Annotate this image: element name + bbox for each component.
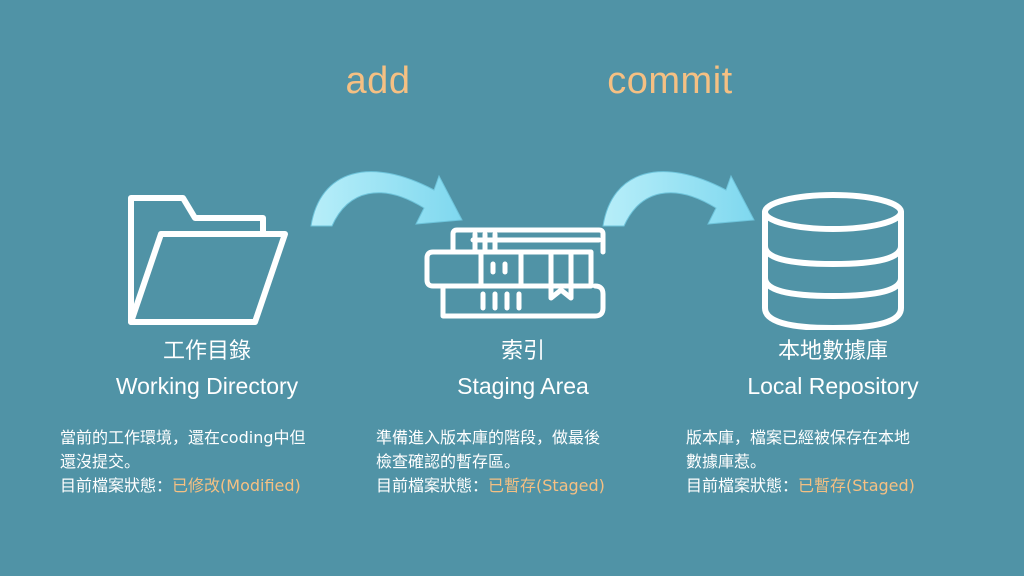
stage-title: 本地數據庫 bbox=[777, 339, 888, 364]
status-value: 已暫存(Staged) bbox=[488, 476, 605, 495]
description-line: 版本庫，檔案已經被保存在本地 bbox=[686, 428, 911, 447]
status-prefix: 目前檔案狀態： bbox=[686, 476, 799, 495]
stage-description: 版本庫，檔案已經被保存在本地 數據庫惹。 目前檔案狀態：已暫存(Staged) bbox=[686, 426, 986, 498]
folder-icon bbox=[128, 195, 288, 325]
status-line: 目前檔案狀態：已暫存(Staged) bbox=[376, 474, 676, 498]
stage-title: 工作目錄 bbox=[162, 339, 251, 364]
description-line: 準備進入版本庫的階段，做最後 bbox=[376, 428, 601, 447]
commit-arrow: commit bbox=[570, 60, 770, 227]
books-icon bbox=[424, 227, 606, 319]
stage-subtitle: Staging Area bbox=[457, 373, 589, 399]
stage-title: 索引 bbox=[500, 339, 545, 364]
add-label: add bbox=[345, 60, 411, 102]
add-arrow: add bbox=[278, 60, 478, 227]
stage-subtitle: Local Repository bbox=[747, 373, 919, 399]
status-value: 已暫存(Staged) bbox=[798, 476, 915, 495]
status-value: 已修改(Modified) bbox=[172, 476, 301, 495]
curved-arrow-icon bbox=[602, 171, 755, 227]
curved-arrow-icon bbox=[310, 171, 463, 227]
description-line: 數據庫惹。 bbox=[686, 452, 767, 471]
status-prefix: 目前檔案狀態： bbox=[376, 476, 489, 495]
stage-description: 當前的工作環境，還在coding中但 還沒提交。 目前檔案狀態：已修改(Modi… bbox=[60, 426, 360, 498]
status-prefix: 目前檔案狀態： bbox=[60, 476, 173, 495]
description-line: 還沒提交。 bbox=[60, 452, 141, 471]
commit-label: commit bbox=[607, 60, 733, 102]
description-line: 當前的工作環境，還在coding中但 bbox=[60, 428, 306, 447]
status-line: 目前檔案狀態：已修改(Modified) bbox=[60, 474, 360, 498]
description-line: 檢查確認的暫存區。 bbox=[376, 452, 521, 471]
database-icon bbox=[762, 192, 904, 330]
stage-subtitle: Working Directory bbox=[115, 373, 299, 399]
status-line: 目前檔案狀態：已暫存(Staged) bbox=[686, 474, 986, 498]
stage-description: 準備進入版本庫的階段，做最後 檢查確認的暫存區。 目前檔案狀態：已暫存(Stag… bbox=[376, 426, 676, 498]
